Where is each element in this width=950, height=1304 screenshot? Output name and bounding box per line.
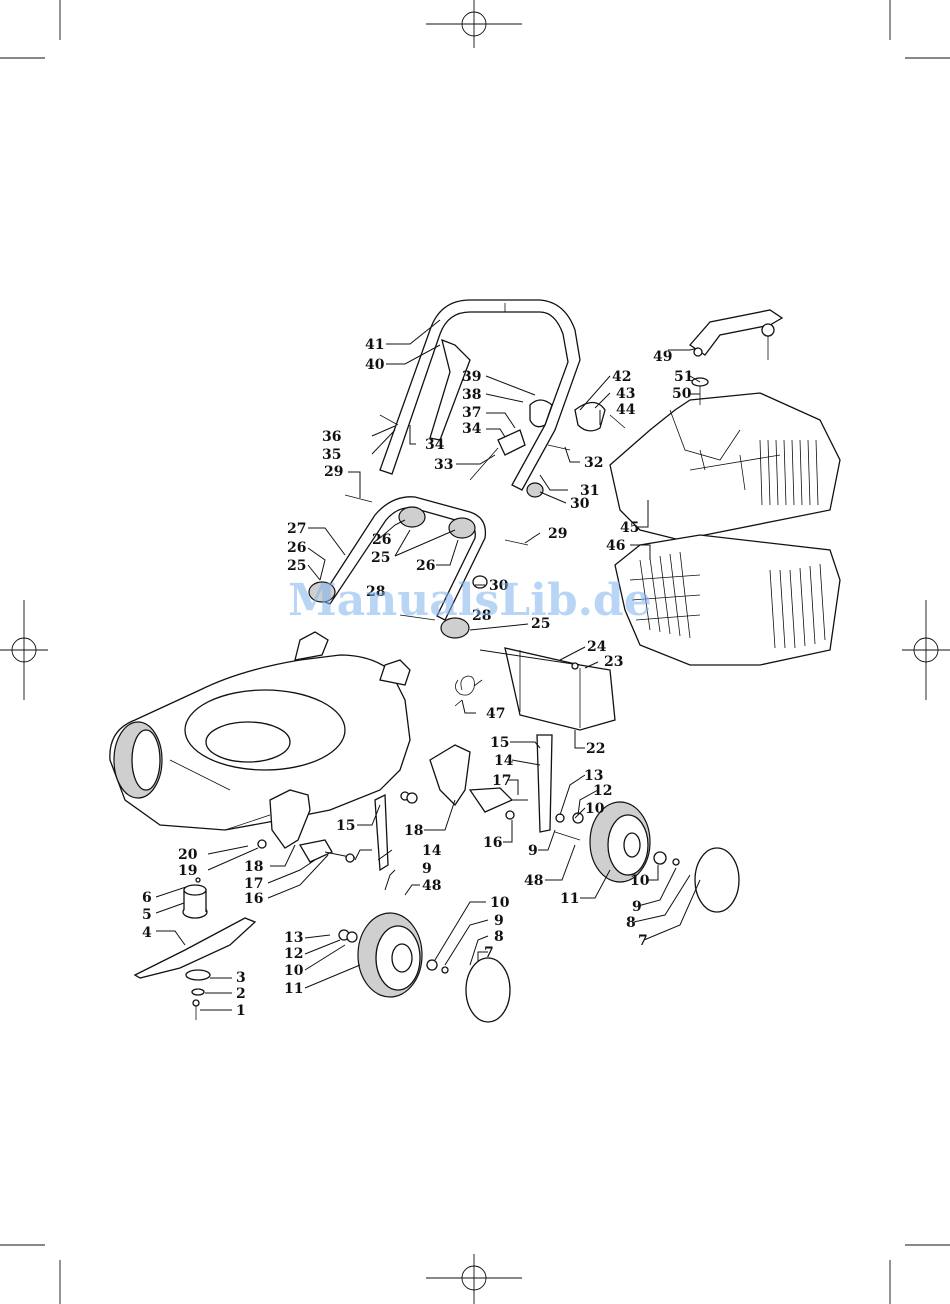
torsion-spring — [455, 676, 482, 706]
label-29-top: 29 — [324, 464, 343, 480]
label-23: 23 — [604, 654, 623, 670]
label-25-mid: 25 — [371, 550, 390, 566]
label-43: 43 — [616, 386, 635, 402]
label-48-left: 48 — [422, 878, 441, 894]
label-4: 4 — [142, 925, 152, 941]
label-11-front: 11 — [284, 981, 303, 997]
grassbox-handle — [690, 310, 782, 405]
label-12-front: 12 — [284, 946, 303, 962]
label-40: 40 — [365, 357, 385, 373]
front-wheel — [339, 913, 510, 1022]
label-47: 47 — [486, 706, 505, 722]
label-7-rear: 7 — [638, 933, 648, 949]
label-17-right: 17 — [492, 773, 511, 789]
label-3: 3 — [236, 970, 246, 986]
label-5: 5 — [142, 907, 152, 923]
label-34-left: 34 — [425, 437, 445, 453]
label-50: 50 — [672, 386, 692, 402]
label-26-left: 26 — [287, 540, 306, 556]
label-9-rear: 9 — [632, 899, 642, 915]
label-42: 42 — [612, 369, 631, 385]
label-14-right: 14 — [494, 753, 514, 769]
front-roller — [114, 722, 162, 798]
label-26-top: 26 — [372, 532, 391, 548]
label-10-front-b: 10 — [284, 963, 304, 979]
label-38: 38 — [462, 387, 481, 403]
label-8-rear: 8 — [626, 915, 636, 931]
label-16-left: 16 — [244, 891, 263, 907]
label-14-left: 14 — [422, 843, 442, 859]
label-31: 31 — [580, 483, 599, 499]
crop-mark-left — [0, 600, 48, 700]
label-2: 2 — [236, 986, 246, 1002]
label-48-right: 48 — [524, 873, 543, 889]
label-46: 46 — [606, 538, 625, 554]
label-9-right: 9 — [528, 843, 538, 859]
label-44: 44 — [616, 402, 636, 418]
label-34-right: 34 — [462, 421, 482, 437]
label-36: 36 — [322, 429, 341, 445]
label-6: 6 — [142, 890, 152, 906]
label-41: 41 — [365, 337, 384, 353]
label-9-left: 9 — [422, 861, 432, 877]
label-39: 39 — [462, 369, 481, 385]
label-19: 19 — [178, 863, 197, 879]
label-26-right: 26 — [416, 558, 435, 574]
label-17-left: 17 — [244, 876, 263, 892]
label-12-rear: 12 — [593, 783, 612, 799]
label-16-right: 16 — [483, 835, 502, 851]
label-51: 51 — [674, 369, 693, 385]
label-10-rear-b: 10 — [585, 801, 605, 817]
crop-mark-top — [0, 0, 950, 58]
label-20: 20 — [178, 847, 198, 863]
label-29-right: 29 — [548, 526, 567, 542]
label-11-rear: 11 — [560, 891, 579, 907]
label-22: 22 — [586, 741, 605, 757]
label-13-rear: 13 — [584, 768, 603, 784]
label-10-rear: 10 — [630, 873, 650, 889]
grassbox-lid — [610, 393, 840, 540]
label-49: 49 — [653, 349, 672, 365]
label-27: 27 — [287, 521, 306, 537]
label-15-left: 15 — [336, 818, 355, 834]
crop-mark-bottom — [0, 1245, 950, 1304]
label-37: 37 — [462, 405, 481, 421]
label-33: 33 — [434, 457, 453, 473]
label-8-front: 8 — [494, 929, 504, 945]
watermark-text: ManualsLib.de — [288, 575, 652, 626]
label-1: 1 — [236, 1003, 246, 1019]
label-18-right: 18 — [404, 823, 423, 839]
label-15-right: 15 — [490, 735, 509, 751]
rear-wheel — [590, 802, 739, 912]
label-32: 32 — [584, 455, 603, 471]
label-25-left: 25 — [287, 558, 306, 574]
label-7-front: 7 — [484, 945, 494, 961]
label-24: 24 — [587, 639, 607, 655]
crop-mark-right — [902, 600, 950, 700]
label-35: 35 — [322, 447, 341, 463]
mower-deck — [110, 632, 410, 830]
label-45: 45 — [620, 520, 639, 536]
label-10-front: 10 — [490, 895, 510, 911]
label-13-front: 13 — [284, 930, 303, 946]
label-9-front: 9 — [494, 913, 504, 929]
label-18-left: 18 — [244, 859, 263, 875]
